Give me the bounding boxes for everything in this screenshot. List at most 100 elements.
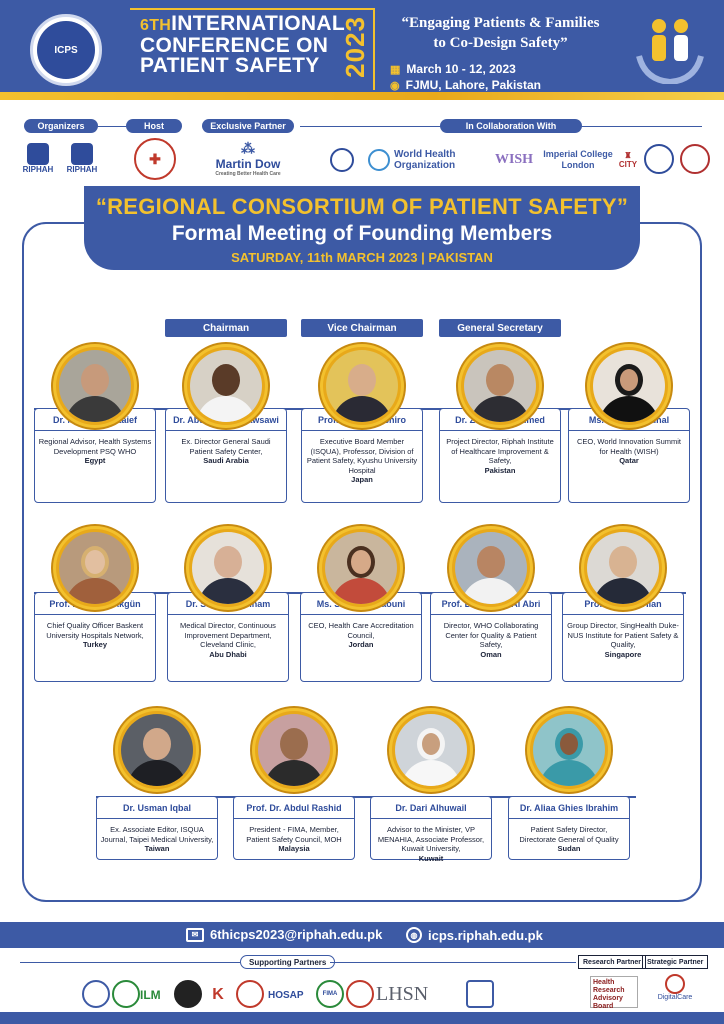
contact-bar: ✉ 6thicps2023@riphah.edu.pk ◍ icps.ripha… (0, 922, 724, 948)
exclusive-partner-label: Exclusive Partner (202, 119, 294, 133)
member-photo (389, 708, 473, 792)
event-venue: ◉FJMU, Lahore, Pakistan (390, 78, 541, 92)
member-photo (184, 344, 268, 428)
divider (582, 126, 702, 127)
riphah-logo: RIPHAH (18, 138, 58, 178)
supporting-crest-logo (346, 980, 374, 1008)
member-photo (319, 526, 403, 610)
location-icon: ◉ (390, 79, 400, 92)
conference-title: 6THINTERNATIONAL CONFERENCE ON PATIENT S… (140, 12, 345, 77)
tagline: “Engaging Patients & Families to Co-Desi… (401, 15, 600, 51)
member-desc: Medical Director, Continuous Improvement… (180, 621, 276, 659)
header-gold-stripe (0, 92, 724, 100)
supporting-badge-logo (112, 980, 140, 1008)
host-label: Host (126, 119, 182, 133)
wish-logo: WISH (494, 152, 534, 167)
hosap-logo: HOSAP (268, 989, 304, 1001)
member-name: Dr. Usman Iqbal (122, 803, 192, 813)
member-photo (581, 526, 665, 610)
member-desc: Executive Board Member (ISQUA), Professo… (306, 437, 418, 484)
member-desc: CEO, World Innovation Summit for Health … (576, 437, 682, 465)
city-emblem-icon: ♜ (624, 151, 632, 160)
divider (98, 126, 126, 127)
role-general-secretary: General Secretary (439, 319, 561, 337)
member-photo (527, 708, 611, 792)
fima-logo: FIMA (316, 980, 344, 1008)
lhsn-logo: LHSN (376, 982, 429, 1005)
banner-title: “REGIONAL CONSORTIUM OF PATIENT SAFETY” (95, 194, 629, 219)
martin-dow-icon: ⁂ (241, 139, 255, 156)
calendar-icon: ▦ (390, 63, 401, 76)
supporting-partners-label: Supporting Partners (240, 955, 336, 969)
riphah-emblem-icon (27, 142, 49, 165)
member-card: Prof. Dr. Abdul Rashid President - FIMA,… (233, 796, 355, 860)
icps-logo: ICPS (30, 14, 102, 86)
member-desc: Chief Quality Officer Baskent University… (46, 621, 144, 649)
banner-subtitle: Formal Meeting of Founding Members (171, 222, 553, 245)
member-photo (320, 344, 404, 428)
who-emblem-icon (368, 149, 390, 171)
digitalcare-icon (665, 974, 685, 994)
event-banner: “REGIONAL CONSORTIUM OF PATIENT SAFETY” … (84, 186, 640, 270)
conference-edition: 6TH (140, 17, 172, 34)
supporting-house-logo (466, 980, 494, 1008)
imperial-logo: Imperial College London (543, 149, 613, 170)
host-emblem-icon: ✚ (149, 150, 161, 167)
member-desc: President - FIMA, Member, Patient Safety… (246, 825, 342, 853)
member-desc: Patient Safety Director, Directorate Gen… (519, 825, 619, 853)
collab-round-logo (644, 144, 674, 174)
header-band (0, 0, 724, 92)
banner-date: SATURDAY, 11th MARCH 2023 | PAKISTAN (231, 250, 493, 265)
riphah-emblem-icon (71, 142, 93, 165)
member-photo (449, 526, 533, 610)
member-photo (186, 526, 270, 610)
member-name: Prof. Dr. Abdul Rashid (246, 803, 342, 813)
divider (330, 962, 576, 963)
globe-icon: ◍ (406, 927, 422, 943)
conference-frame (130, 8, 375, 90)
role-vice-chairman: Vice Chairman (301, 319, 423, 337)
ilm-logo: ILM (140, 988, 161, 1002)
row-connector (96, 796, 636, 798)
email-link[interactable]: ✉ 6thicps2023@riphah.edu.pk (186, 927, 382, 942)
member-name: Dr. Dari Alhuwail (395, 803, 467, 813)
member-photo (53, 344, 137, 428)
member-name: Dr. Aliaa Ghies Ibrahim (519, 803, 619, 813)
member-photo (53, 526, 137, 610)
website-link[interactable]: ◍ icps.riphah.edu.pk (406, 927, 543, 943)
collab-seal-logo (330, 148, 354, 172)
event-dates: ▦March 10 - 12, 2023 (390, 62, 516, 76)
strategic-partner-label: Strategic Partner (642, 955, 709, 969)
collab-crest-logo (680, 144, 710, 174)
supporting-red-logo (236, 980, 264, 1008)
member-desc: Group Director, SingHealth Duke-NUS Inst… (567, 621, 679, 659)
member-desc: CEO, Health Care Accreditation Council,J… (308, 621, 414, 649)
member-desc: Director, WHO Collaborating Center for Q… (443, 621, 539, 659)
member-desc: Ex. Associate Editor, ISQUA Journal, Tai… (100, 825, 214, 853)
mail-icon: ✉ (186, 927, 204, 942)
people-icon (636, 19, 704, 84)
member-card: Dr. Usman Iqbal Ex. Associate Editor, IS… (96, 796, 218, 860)
member-photo (115, 708, 199, 792)
bottom-bar (0, 1012, 724, 1024)
k-logo: K (212, 986, 224, 1003)
member-card: Prof. Dr. Shin Ushiro Executive Board Me… (301, 408, 423, 503)
divider (300, 126, 440, 127)
host-logo: ✚ (134, 138, 176, 180)
member-desc: Ex. Director General Saudi Patient Safet… (181, 437, 271, 465)
collaboration-label: In Collaboration With (440, 119, 582, 133)
member-desc: Regional Advisor, Health Systems Develop… (38, 437, 152, 465)
city-logo: ♜CITY (618, 151, 638, 169)
who-logo: World Health Organization (362, 146, 480, 174)
digitalcare-logo: DigitalCare (652, 974, 698, 1008)
event-info: ▦March 10 - 12, 2023 ◉FJMU, Lahore, Paki… (390, 62, 541, 92)
supporting-seal-logo (82, 980, 110, 1008)
role-chairman: Chairman (165, 319, 287, 337)
member-card: Dr. Dari Alhuwail Advisor to the Ministe… (370, 796, 492, 863)
divider (20, 962, 240, 963)
supporting-dark-logo (174, 980, 202, 1008)
member-card: Dr. Aliaa Ghies Ibrahim Patient Safety D… (508, 796, 630, 860)
hrab-logo: Health Research Advisory Board (590, 976, 638, 1010)
member-desc: Project Director, Riphah Institute of He… (446, 437, 554, 475)
